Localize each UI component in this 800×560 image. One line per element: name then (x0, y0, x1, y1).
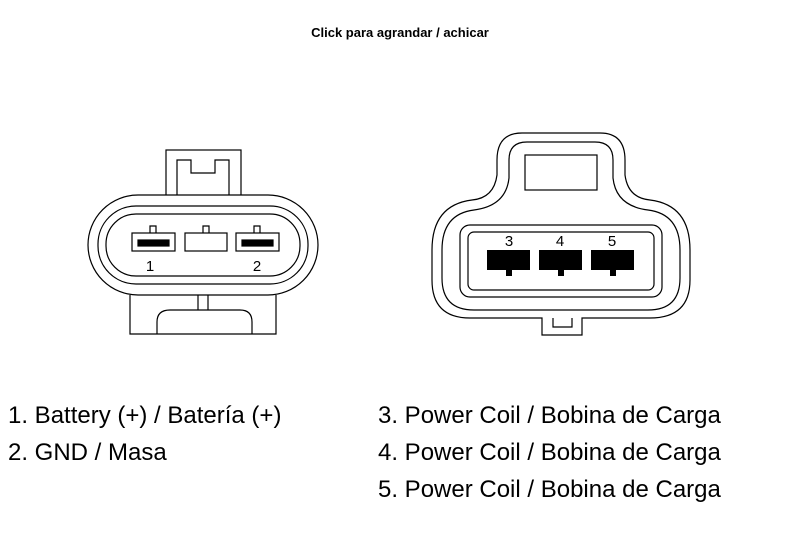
right-connector (431, 132, 691, 336)
left-pin-2[interactable] (235, 225, 280, 252)
zoom-toggle-link[interactable]: Click para agrandar / achicar (311, 25, 489, 40)
right-pin-4[interactable] (539, 250, 582, 276)
left-connector-inner-shell (97, 205, 309, 285)
legend-item: 5. Power Coil / Bobina de Carga (378, 476, 721, 503)
legend-left: 1. Battery (+) / Batería (+) 2. GND / Ma… (8, 397, 281, 471)
legend-item: 1. Battery (+) / Batería (+) (8, 402, 282, 429)
right-pin-3-label: 3 (505, 233, 513, 250)
right-connector-outer-shell (431, 132, 691, 336)
right-pin-3[interactable] (487, 250, 530, 276)
legend-item: 3. Power Coil / Bobina de Carga (378, 402, 721, 429)
legend-item: 4. Power Coil / Bobina de Carga (378, 439, 721, 466)
right-connector-bottom-notch (552, 318, 573, 328)
legend-item: 2. GND / Masa (8, 439, 167, 466)
right-pin-4-label: 4 (556, 233, 564, 250)
left-pin-empty (184, 225, 228, 252)
left-pin-2-label: 2 (253, 258, 261, 275)
left-connector-outer-shell (87, 194, 319, 296)
left-connector-latch (165, 149, 242, 197)
right-connector-latch-window (524, 154, 598, 191)
right-pin-5-label: 5 (608, 233, 616, 250)
right-pin-5[interactable] (591, 250, 634, 276)
left-connector-cavity (105, 213, 301, 277)
right-connector-cavity-outer (459, 224, 663, 298)
left-pin-1-label: 1 (146, 258, 154, 275)
left-connector-bottom-tab (129, 295, 277, 335)
left-pin-1[interactable] (131, 225, 176, 252)
legend-right: 3. Power Coil / Bobina de Carga 4. Power… (378, 397, 721, 508)
right-connector-cavity-inner (467, 231, 655, 291)
right-connector-inner-shell (441, 141, 681, 311)
left-connector (87, 149, 319, 335)
